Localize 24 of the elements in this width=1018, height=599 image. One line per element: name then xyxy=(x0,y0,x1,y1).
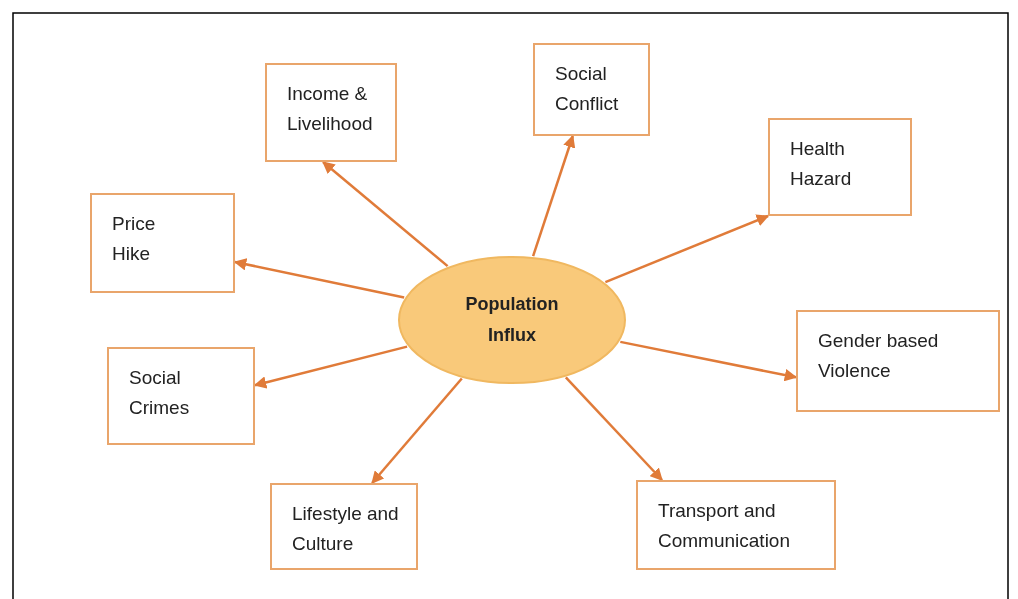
arrow xyxy=(620,340,798,382)
process-box xyxy=(796,310,1000,412)
process-box xyxy=(533,43,650,136)
arrow xyxy=(322,161,449,268)
node-label: Income & Livelihood xyxy=(287,82,374,137)
node-label: Population Influx xyxy=(464,292,560,347)
process-box xyxy=(768,118,912,216)
ellipse-node xyxy=(397,255,627,385)
process-box xyxy=(270,483,418,570)
process-box xyxy=(636,480,836,570)
node-label: Transport and Communication xyxy=(658,499,791,554)
node-label: Lifestyle and Culture xyxy=(292,502,400,557)
node-label: Price Hike xyxy=(112,212,157,267)
process-box xyxy=(90,193,235,293)
node-label: Health Hazard xyxy=(790,137,853,192)
process-box xyxy=(107,347,255,445)
process-box xyxy=(265,63,397,162)
arrow xyxy=(604,214,770,284)
node-label: Gender based Violence xyxy=(818,329,940,384)
node-label: Social Crimes xyxy=(129,366,191,421)
arrow xyxy=(564,376,663,481)
node-label: Social Conflict xyxy=(555,62,620,117)
arrow xyxy=(371,377,463,484)
arrow xyxy=(531,134,576,257)
